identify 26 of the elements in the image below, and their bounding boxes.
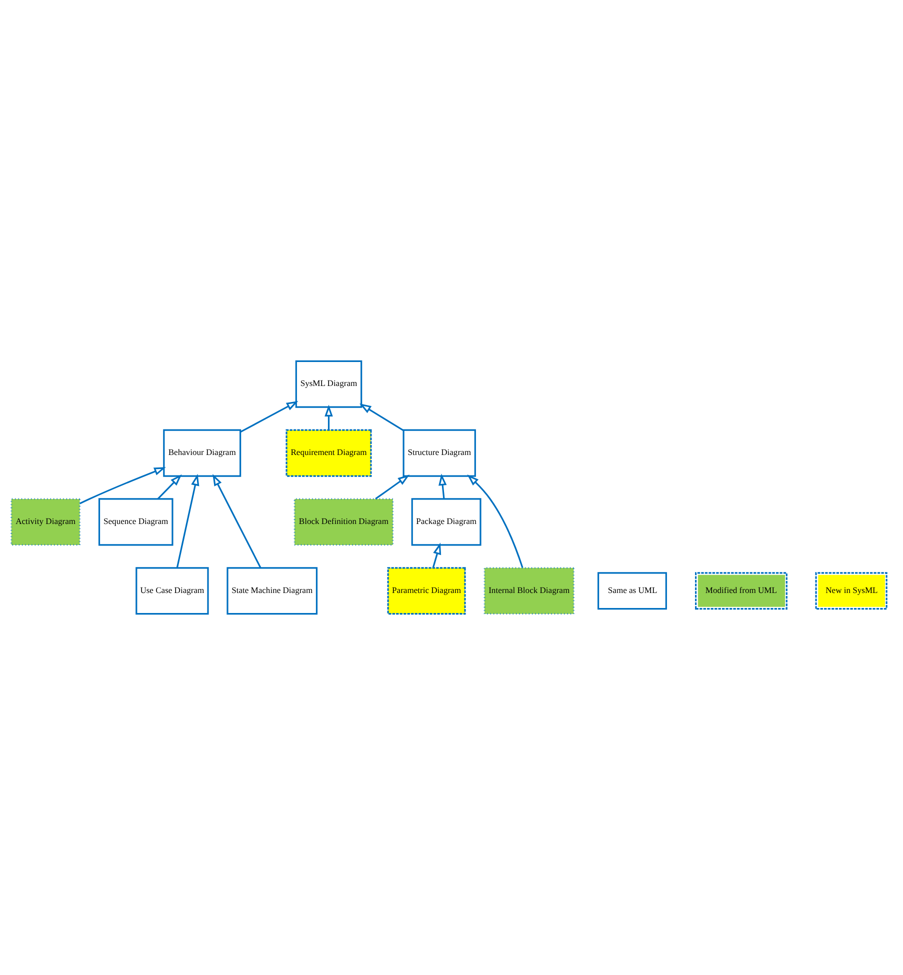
legend-label: Modified from UML [705, 584, 777, 595]
node-box: Sequence Diagram [98, 498, 174, 546]
arrow [176, 474, 200, 568]
node-box: Requirement Diagram [286, 429, 372, 477]
arrow [80, 467, 166, 504]
node-box: Parametric Diagram [387, 567, 466, 615]
arrow [240, 401, 298, 433]
arrow [157, 474, 182, 500]
arrow [359, 403, 404, 432]
arrow [375, 474, 410, 500]
arrow [438, 474, 447, 499]
legend-label: New in SysML [826, 584, 878, 595]
node-box: SysML Diagram [295, 360, 362, 408]
node-box: State Machine Diagram [226, 567, 318, 615]
node-box: Activity Diagram [10, 498, 81, 546]
node-box: Package Diagram [411, 498, 482, 546]
arrow [324, 404, 333, 430]
node-box: Behaviour Diagram [163, 429, 242, 477]
node-box: Internal Block Diagram [484, 567, 575, 615]
arrow [467, 474, 524, 568]
arrow [212, 474, 262, 568]
legend-label: Same as UML [608, 584, 658, 595]
node-box: Structure Diagram [402, 429, 476, 477]
arrow [432, 542, 442, 568]
node-box: Block Definition Diagram [294, 498, 394, 546]
node-box: Use Case Diagram [136, 567, 209, 615]
